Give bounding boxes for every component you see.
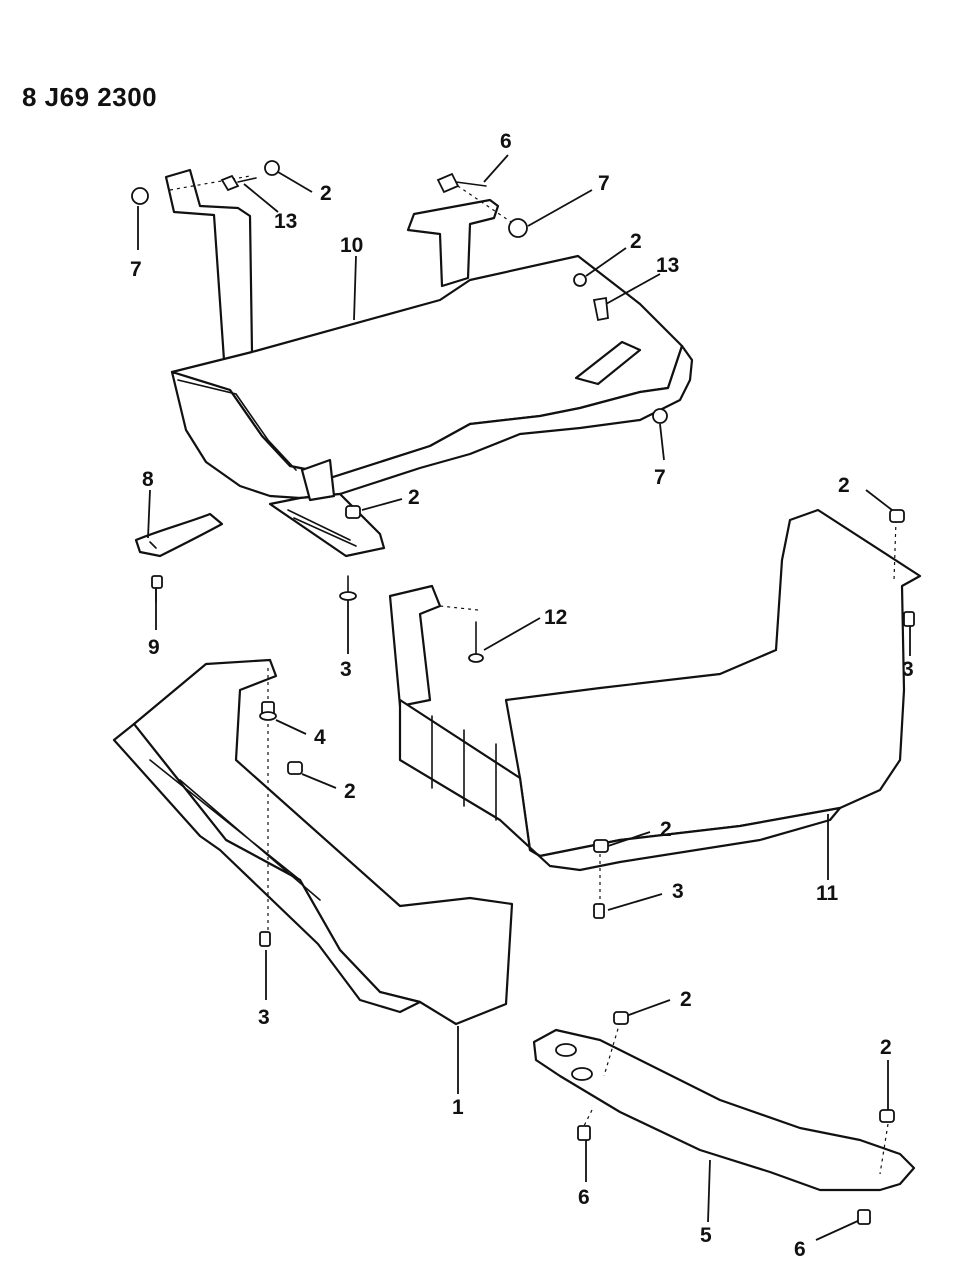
callout-2: 2 [320, 182, 332, 205]
skid-bracket-part-1 [112, 658, 514, 1026]
fasteners [131, 160, 915, 1225]
callout-3: 3 [672, 880, 684, 903]
callout-3: 3 [902, 658, 914, 681]
callout-2: 2 [344, 780, 356, 803]
callout-labels: 6 2 13 7 7 10 2 13 7 8 2 9 3 2 12 3 4 2 … [130, 130, 914, 1261]
callout-6: 6 [578, 1186, 590, 1209]
callout-13: 13 [274, 210, 297, 233]
callout-4: 4 [314, 726, 326, 749]
callout-9: 9 [148, 636, 160, 659]
crossmember-part-5 [532, 1028, 916, 1192]
callout-8: 8 [142, 468, 154, 491]
callout-7: 7 [654, 466, 666, 489]
callout-10: 10 [340, 234, 363, 257]
callout-3: 3 [340, 658, 352, 681]
callout-7: 7 [130, 258, 142, 281]
callout-2: 2 [408, 486, 420, 509]
callout-2: 2 [880, 1036, 892, 1059]
callout-2: 2 [630, 230, 642, 253]
fuel-tank-part-10 [164, 168, 694, 558]
callout-1: 1 [452, 1096, 464, 1119]
callout-5: 5 [700, 1224, 712, 1247]
leader-lines [137, 154, 911, 1241]
callout-12: 12 [544, 606, 567, 629]
callout-2: 2 [680, 988, 692, 1011]
callout-11: 11 [816, 882, 839, 905]
callout-6: 6 [500, 130, 512, 153]
callout-2: 2 [838, 474, 850, 497]
callout-13: 13 [656, 254, 679, 277]
strap-part-8 [134, 512, 224, 558]
callout-3: 3 [258, 1006, 270, 1029]
drawing-number: 8 J69 2300 [22, 82, 157, 112]
skid-plate-part-11 [388, 508, 922, 872]
callout-6: 6 [794, 1238, 806, 1261]
callout-7: 7 [598, 172, 610, 195]
callout-2: 2 [660, 818, 672, 841]
